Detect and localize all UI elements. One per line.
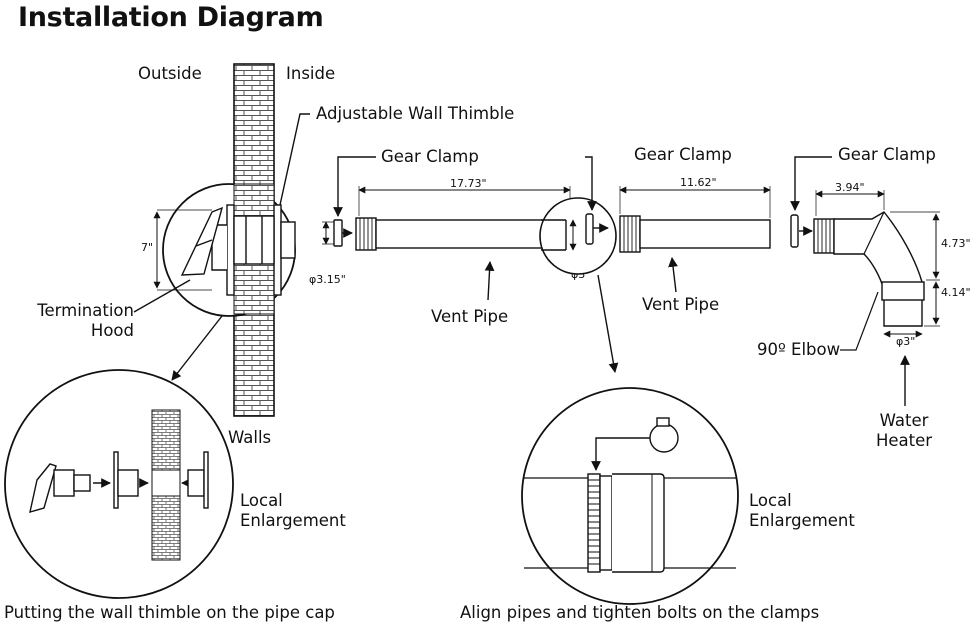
gear-clamp-label-1: Gear Clamp — [381, 147, 479, 166]
enlargement-circle-1 — [4, 369, 234, 599]
vent-pipe-2 — [619, 186, 771, 293]
inside-label: Inside — [286, 64, 336, 83]
vent-pipe-label-1: Vent Pipe — [431, 307, 509, 326]
gear-clamp-label-3: Gear Clamp — [838, 145, 936, 164]
vent-pipe-1 — [355, 186, 571, 301]
dim-cap-diameter: φ3.15" — [309, 273, 346, 286]
thimble-detail-circle — [153, 183, 296, 317]
caption-left: Putting the wall thimble on the pipe cap — [4, 603, 335, 622]
termination-hood-label: Termination Hood — [37, 301, 134, 340]
walls-label: Walls — [228, 428, 272, 447]
gear-clamp-label-2: Gear Clamp — [634, 145, 732, 164]
elbow-label: 90º Elbow — [757, 340, 841, 359]
dim-elbow-upper: 4.73" — [941, 237, 971, 250]
page-title: Installation Diagram — [18, 2, 324, 33]
caption-right: Align pipes and tighten bolts on the cla… — [460, 603, 820, 622]
local-enlargement-label-2: Local Enlargement — [749, 491, 855, 530]
dim-hood-height: 7" — [141, 241, 154, 254]
dim-pipe2-length: 11.62" — [680, 176, 717, 189]
dim-elbow-diameter: φ3" — [896, 335, 916, 348]
elbow-90 — [813, 190, 940, 406]
local-enlargement-label-1: Local Enlargement — [240, 491, 346, 530]
gear-clamp-3 — [790, 156, 832, 248]
enlargement-circle-2 — [521, 387, 739, 605]
joint-detail-circle — [539, 197, 617, 275]
gear-clamp-1 — [322, 156, 376, 247]
adjustable-wall-thimble-label: Adjustable Wall Thimble — [316, 104, 515, 123]
outside-label: Outside — [138, 64, 202, 83]
vent-pipe-label-2: Vent Pipe — [642, 295, 720, 314]
dim-elbow-lower: 4.14" — [941, 286, 971, 299]
water-heater-label: Water Heater — [875, 411, 933, 450]
